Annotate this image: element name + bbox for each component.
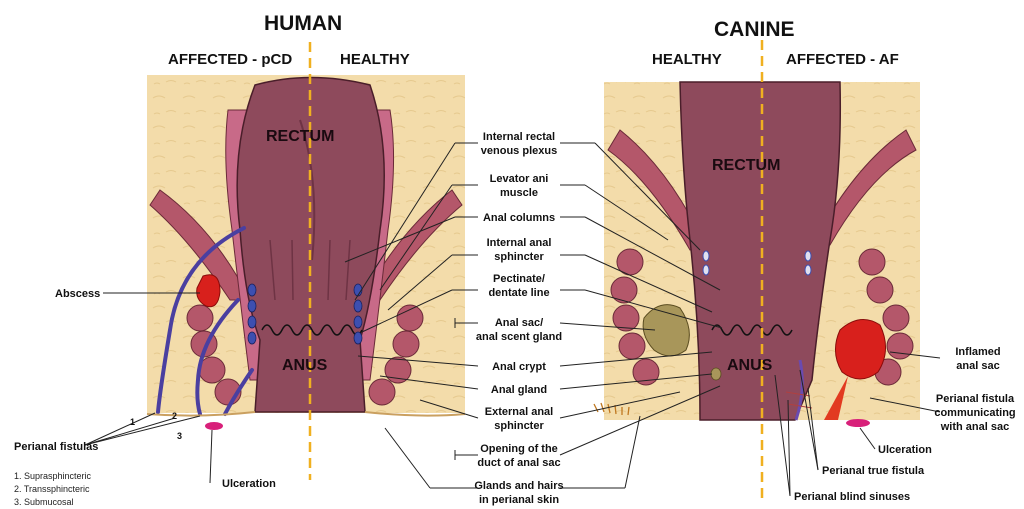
canine-inflamed-anal-sac — [835, 320, 885, 379]
canine-ulceration-label: Ulceration — [878, 443, 932, 457]
levator-ani-muscle-label: Levator ani muscle — [469, 172, 569, 200]
human-affected-header: AFFECTED - pCD — [168, 51, 292, 68]
label-line: communicating — [928, 406, 1022, 420]
canine-ulceration-mark — [846, 419, 870, 427]
anal-sac-label: Anal sac/ anal scent gland — [469, 316, 569, 344]
label-line: Pectinate/ — [469, 272, 569, 286]
canine-anus-label: ANUS — [727, 357, 772, 375]
internal-rectal-venous-plexus-label: Internal rectal venous plexus — [469, 130, 569, 158]
canine-affected-header: AFFECTED - AF — [786, 51, 899, 68]
perianal-blind-sinuses-label: Perianal blind sinuses — [794, 490, 910, 504]
human-anus-label: ANUS — [282, 357, 327, 375]
opening-duct-anal-sac-label: Opening of the duct of anal sac — [469, 442, 569, 470]
perianal-fistulas-label: Perianal fistulas — [14, 440, 98, 454]
label-line: in perianal skin — [469, 493, 569, 507]
legend-item-3: 3. Submucosal — [14, 496, 74, 508]
legend-item-2: 2. Transsphincteric — [14, 483, 90, 495]
label-line: sphincter — [469, 250, 569, 264]
inflamed-anal-sac-label: Inflamed anal sac — [940, 345, 1016, 373]
label-line: muscle — [469, 186, 569, 200]
anal-crypt-label: Anal crypt — [469, 360, 569, 374]
internal-anal-sphincter-label: Internal anal sphincter — [469, 236, 569, 264]
canine-rectum-label: RECTUM — [712, 157, 780, 175]
anal-columns-label: Anal columns — [469, 211, 569, 225]
label-line: Inflamed — [940, 345, 1016, 359]
canine-healthy-header: HEALTHY — [652, 51, 722, 68]
glands-hairs-label: Glands and hairs in perianal skin — [469, 479, 569, 507]
anal-gland-label: Anal gland — [469, 383, 569, 397]
label-line: External anal — [469, 405, 569, 419]
label-line: Glands and hairs — [469, 479, 569, 493]
label-line: venous plexus — [469, 144, 569, 158]
perianal-true-fistula-label: Perianal true fistula — [822, 464, 924, 478]
label-line: with anal sac — [928, 420, 1022, 434]
label-line: Opening of the — [469, 442, 569, 456]
human-title: HUMAN — [264, 12, 342, 36]
label-line: sphincter — [469, 419, 569, 433]
pectinate-dentate-line-label: Pectinate/ dentate line — [469, 272, 569, 300]
fistula-number-1: 1 — [130, 417, 135, 427]
legend-item-1: 1. Suprasphincteric — [14, 470, 91, 482]
label-line: duct of anal sac — [469, 456, 569, 470]
human-rectum-label: RECTUM — [266, 128, 334, 146]
label-line: anal sac — [940, 359, 1016, 373]
label-line: Internal rectal — [469, 130, 569, 144]
label-line: Internal anal — [469, 236, 569, 250]
human-panel — [147, 42, 465, 480]
canine-title: CANINE — [714, 18, 795, 42]
human-healthy-header: HEALTHY — [340, 51, 410, 68]
label-line: Anal sac/ — [469, 316, 569, 330]
label-line: dentate line — [469, 286, 569, 300]
label-line: Perianal fistula — [928, 392, 1022, 406]
fistula-number-3: 3 — [177, 431, 182, 441]
external-anal-sphincter-label: External anal sphincter — [469, 405, 569, 433]
label-line: Levator ani — [469, 172, 569, 186]
human-ulceration-mark — [205, 422, 223, 430]
canine-anal-gland — [711, 368, 721, 380]
human-ulceration-label: Ulceration — [222, 477, 276, 491]
label-line: anal scent gland — [469, 330, 569, 344]
abscess-label: Abscess — [55, 287, 100, 301]
perianal-fistula-communicating-label: Perianal fistula communicating with anal… — [928, 392, 1022, 434]
canine-panel — [594, 40, 920, 500]
fistula-number-2: 2 — [172, 411, 177, 421]
